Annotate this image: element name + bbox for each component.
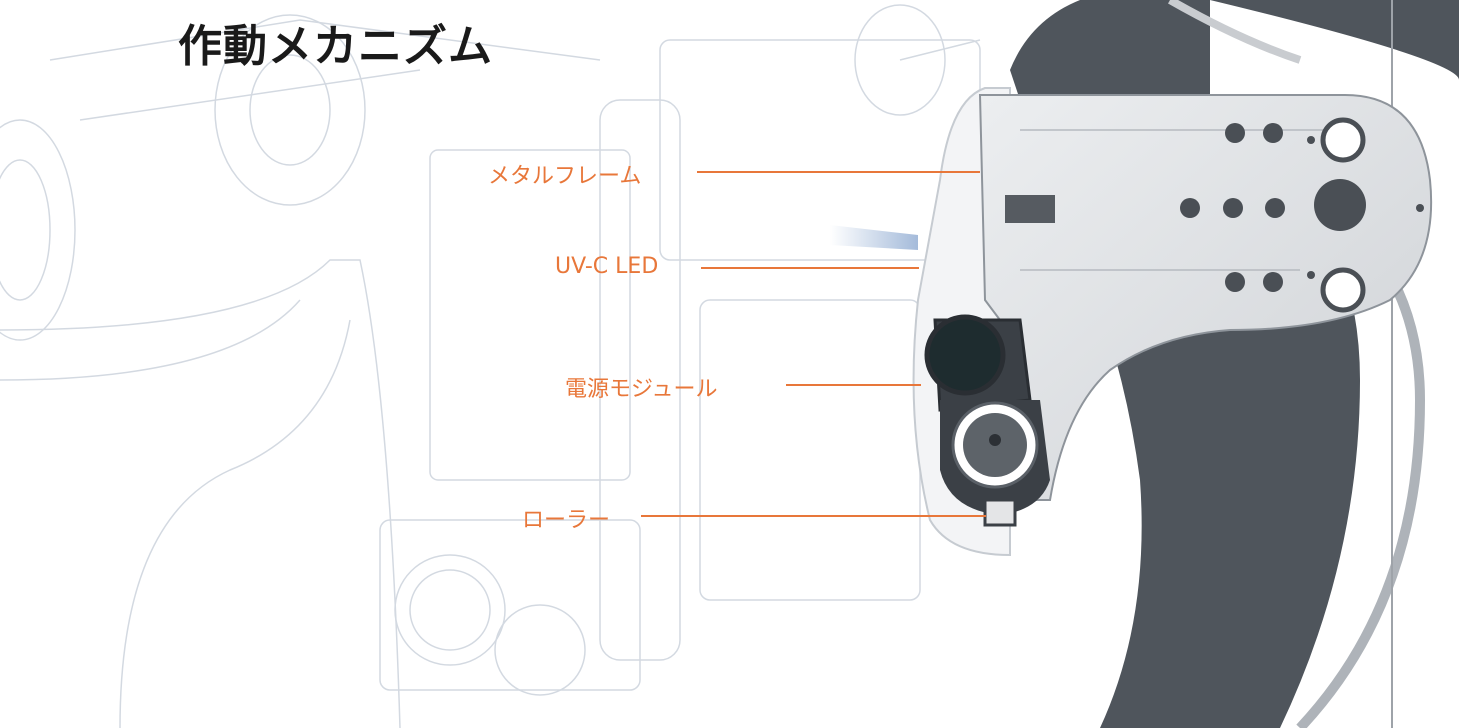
callout-line-power-module [786, 384, 921, 386]
page-title: 作動メカニズム [178, 21, 493, 72]
callout-label-roller: ローラー [522, 508, 611, 533]
power-module-shape [924, 314, 1032, 412]
callout-label-power-module: 電源モジュール [565, 377, 718, 402]
callout-line-metal-frame [697, 171, 980, 173]
callout-label-metal-frame: メタルフレーム [488, 164, 642, 189]
callout-label-uv-c-led: UV-C LED [555, 254, 659, 279]
uv-light-beam [830, 225, 918, 250]
callout-line-uv-c-led [701, 267, 919, 269]
callout-line-roller [641, 515, 986, 517]
roller-shape [940, 400, 1050, 527]
background-wireframe [0, 4, 981, 728]
